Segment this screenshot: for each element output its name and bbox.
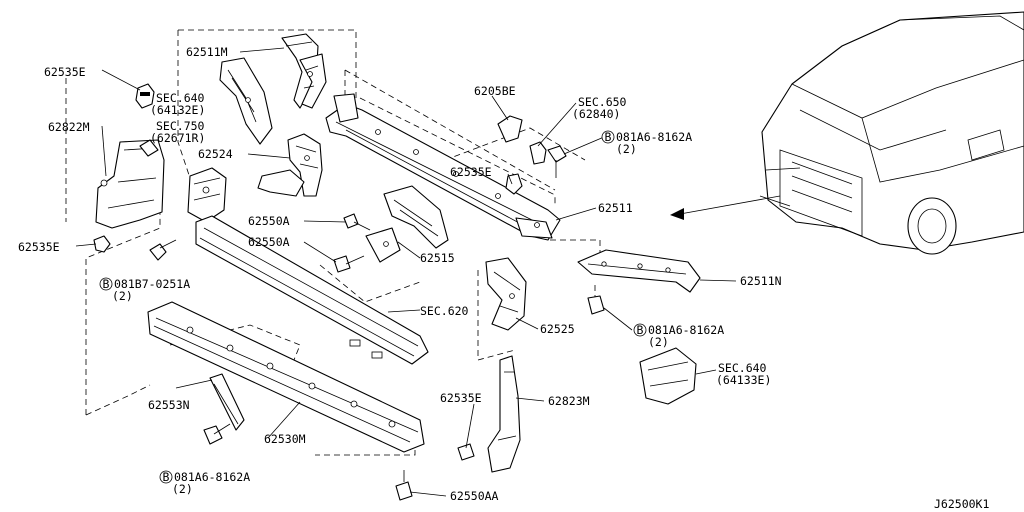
callout-qty: (2)	[616, 142, 637, 156]
callout-081a6-8162a: 081A6-8162A	[648, 323, 724, 337]
callout-sec650: SEC.650	[578, 95, 627, 109]
bolt-marker-text: B	[605, 130, 612, 144]
bolt-marker-text: B	[163, 470, 170, 484]
deflector-62823m	[487, 355, 521, 473]
callout-62671r: (62671R)	[150, 131, 205, 145]
callout-62550aa: 62550AA	[450, 489, 499, 503]
vehicle-illustration	[759, 11, 1024, 255]
callout-62550a: 62550A	[248, 214, 290, 228]
leader-lines	[75, 47, 737, 497]
callout-sec750: SEC.750	[156, 119, 205, 133]
lock-bracket-sec750	[187, 167, 227, 223]
callout-62822m: 62822M	[48, 120, 90, 134]
callout-sec640: SEC.640	[718, 361, 767, 375]
callout-62524: 62524	[198, 147, 233, 161]
lower-absorber-62530m	[147, 301, 425, 453]
bolt-marker-icon	[99, 277, 113, 291]
callout-6205be: 6205BE	[474, 84, 516, 98]
bracket-62524	[257, 133, 323, 197]
callout-qty: (2)	[648, 335, 669, 349]
fasteners	[93, 83, 605, 501]
bolt-markers: B B B B	[99, 130, 647, 484]
callout-62535e: 62535E	[44, 65, 86, 79]
arrow-head	[670, 208, 684, 220]
callout-arrow-vehicle	[679, 195, 781, 215]
callout-64133e: (64133E)	[716, 373, 771, 387]
callout-62535e: 62535E	[18, 240, 60, 254]
splash-shield-sec640	[639, 347, 697, 405]
bolt-marker-icon	[633, 323, 647, 337]
bracket-62511m	[219, 33, 327, 145]
bracket-62525	[485, 257, 527, 331]
callout-62535e: 62535E	[440, 391, 482, 405]
callout-sec640: SEC.640	[156, 91, 205, 105]
core-support-62511	[325, 93, 561, 241]
callout-62823m: 62823M	[548, 394, 590, 408]
bolt-marker-text: B	[103, 277, 110, 291]
callout-62535e: 62535E	[450, 165, 492, 179]
diagram-code: J62500K1	[934, 497, 989, 511]
callout-qty: (2)	[172, 482, 193, 496]
callout-081b7-0251a: 081B7-0251A	[114, 277, 190, 291]
callout-62550a: 62550A	[248, 235, 290, 249]
callout-labels: 62535E SEC.640 (64132E) SEC.750 (62671R)…	[18, 45, 782, 503]
callout-62511m: 62511M	[186, 45, 228, 59]
bolt-marker-icon	[601, 130, 615, 144]
bracket-62553n	[209, 373, 245, 431]
callout-62511: 62511	[598, 201, 633, 215]
callout-62530m: 62530M	[264, 432, 306, 446]
callout-62511n: 62511N	[740, 274, 782, 288]
bolt-marker-icon	[159, 470, 173, 484]
callout-62840: (62840)	[572, 107, 620, 121]
callout-62553n: 62553N	[148, 398, 190, 412]
bracket-62511n	[577, 249, 701, 293]
callout-081a6-8162a: 081A6-8162A	[174, 470, 250, 484]
bolt-marker-text: B	[637, 323, 644, 337]
bumper-reinforcement-sec620	[195, 215, 429, 365]
callout-081a6-8162a: 081A6-8162A	[616, 130, 692, 144]
stay-62515	[365, 185, 449, 263]
callout-64132e: (64132E)	[150, 103, 205, 117]
callout-62525: 62525	[540, 322, 575, 336]
deflector-62822m	[95, 139, 165, 229]
callout-62515: 62515	[420, 251, 455, 265]
callout-sec620: SEC.620	[420, 304, 469, 318]
callout-qty: (2)	[112, 289, 133, 303]
